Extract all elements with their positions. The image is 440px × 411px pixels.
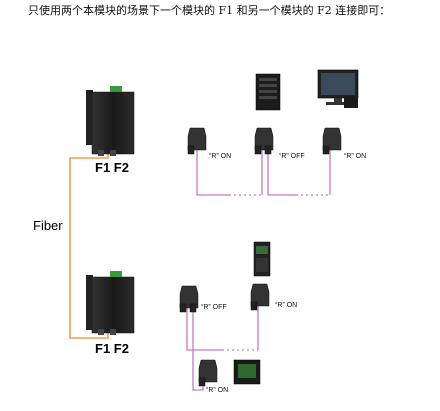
din-rail-module-icon	[86, 86, 135, 156]
connector-switch-label: “R” OFF	[279, 153, 305, 160]
server-tower-icon	[255, 73, 281, 111]
profibus-cable-bottom	[186, 305, 259, 391]
dp-connector-icon	[254, 127, 274, 155]
dp-connector-icon	[198, 359, 218, 387]
hmi-device-icon	[233, 359, 261, 385]
connector-switch-label: “R” ON	[206, 387, 229, 394]
desktop-computer-icon	[317, 69, 359, 108]
dp-connector-icon	[187, 127, 207, 155]
connector-switch-label: “R” OFF	[201, 304, 227, 311]
connector-switch-label: “R” ON	[209, 153, 232, 160]
fiber-cable	[69, 152, 109, 339]
dp-connector-icon	[179, 285, 199, 313]
module-bottom-port-label: F1 F2	[95, 341, 129, 356]
dp-connector-icon	[322, 127, 342, 155]
connector-switch-label: “R” ON	[344, 153, 367, 160]
connector-switch-label: “R” ON	[275, 302, 298, 309]
plc-module-icon	[253, 241, 271, 277]
caption: 只使用两个本模块的场景下一个模块的 F1 和另一个模块的 F2 连接即可：	[28, 4, 391, 17]
din-rail-module-icon	[86, 271, 135, 335]
profibus-cable-top	[196, 150, 331, 196]
fiber-label: Fiber	[33, 218, 63, 233]
dp-connector-icon	[250, 283, 270, 311]
module-top-port-label: F1 F2	[95, 160, 129, 175]
